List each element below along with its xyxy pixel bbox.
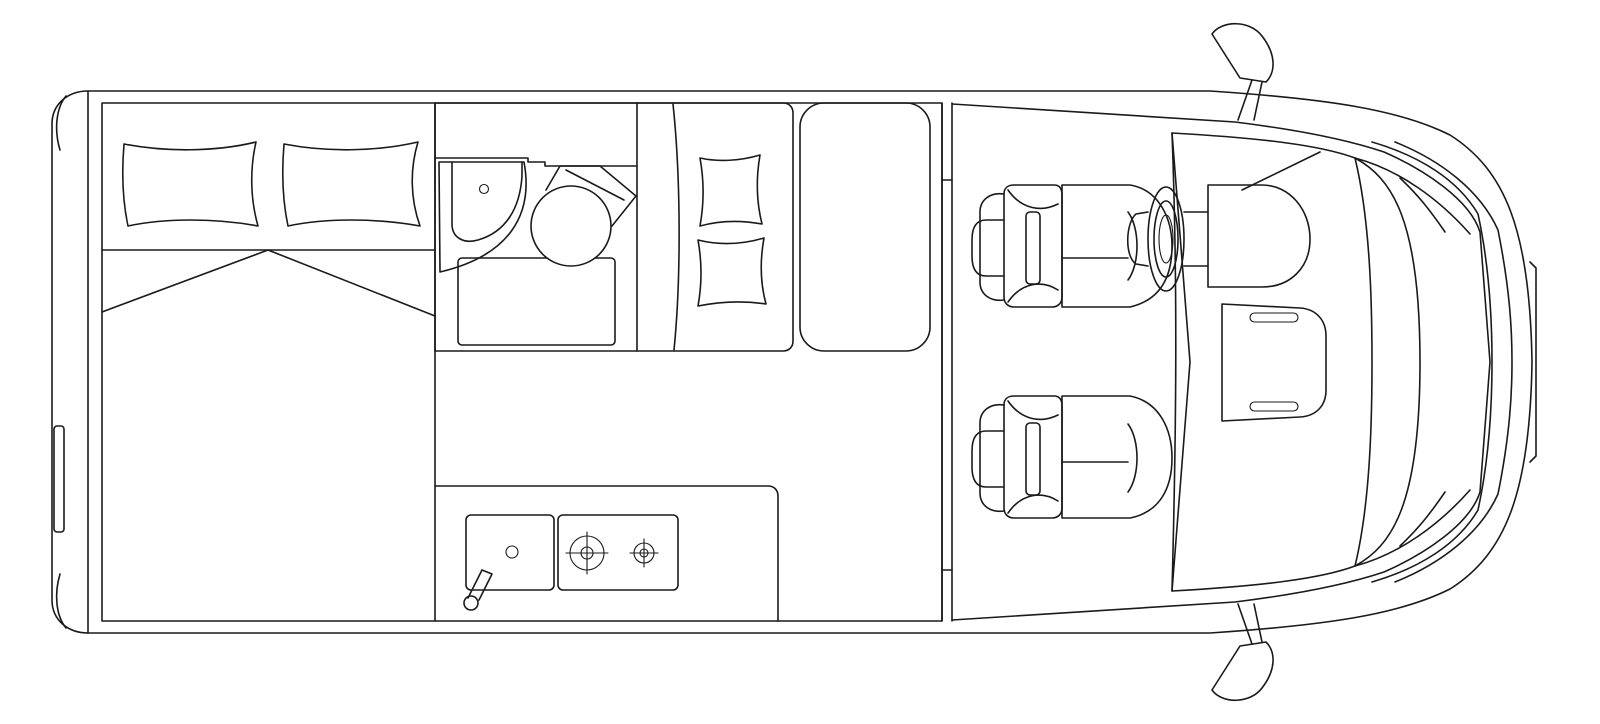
cooktop — [558, 515, 678, 590]
dinette-bench — [637, 103, 793, 351]
living-area-walls — [102, 103, 952, 621]
cushion-lower — [698, 238, 766, 306]
burner-small — [630, 539, 658, 567]
shower-tray — [458, 258, 615, 345]
rear-step — [54, 426, 64, 532]
faucet — [464, 596, 478, 610]
driver-seat — [972, 185, 1172, 307]
mirror-right — [1212, 604, 1273, 700]
passenger-seat — [972, 396, 1172, 518]
mirror-left — [1212, 24, 1273, 120]
steering-wheel — [1128, 185, 1310, 291]
centre-console — [1222, 304, 1326, 421]
toilet — [531, 186, 611, 266]
rear-bed — [102, 142, 435, 316]
sink-drain — [506, 546, 518, 558]
bathroom — [435, 103, 637, 351]
dinette-table — [800, 103, 930, 351]
washbasin — [439, 162, 526, 272]
sink — [466, 515, 554, 590]
basin-drain — [480, 185, 489, 194]
van-body — [52, 91, 1536, 633]
pillow-left — [123, 142, 258, 226]
cup-holder-upper — [1250, 313, 1298, 322]
pillow-right — [283, 142, 420, 226]
burner-large — [566, 532, 608, 574]
cab — [952, 104, 1512, 620]
dashboard — [1172, 133, 1470, 591]
kitchen — [435, 486, 778, 621]
cup-holder-lower — [1250, 402, 1298, 411]
cushion-upper — [700, 155, 762, 226]
